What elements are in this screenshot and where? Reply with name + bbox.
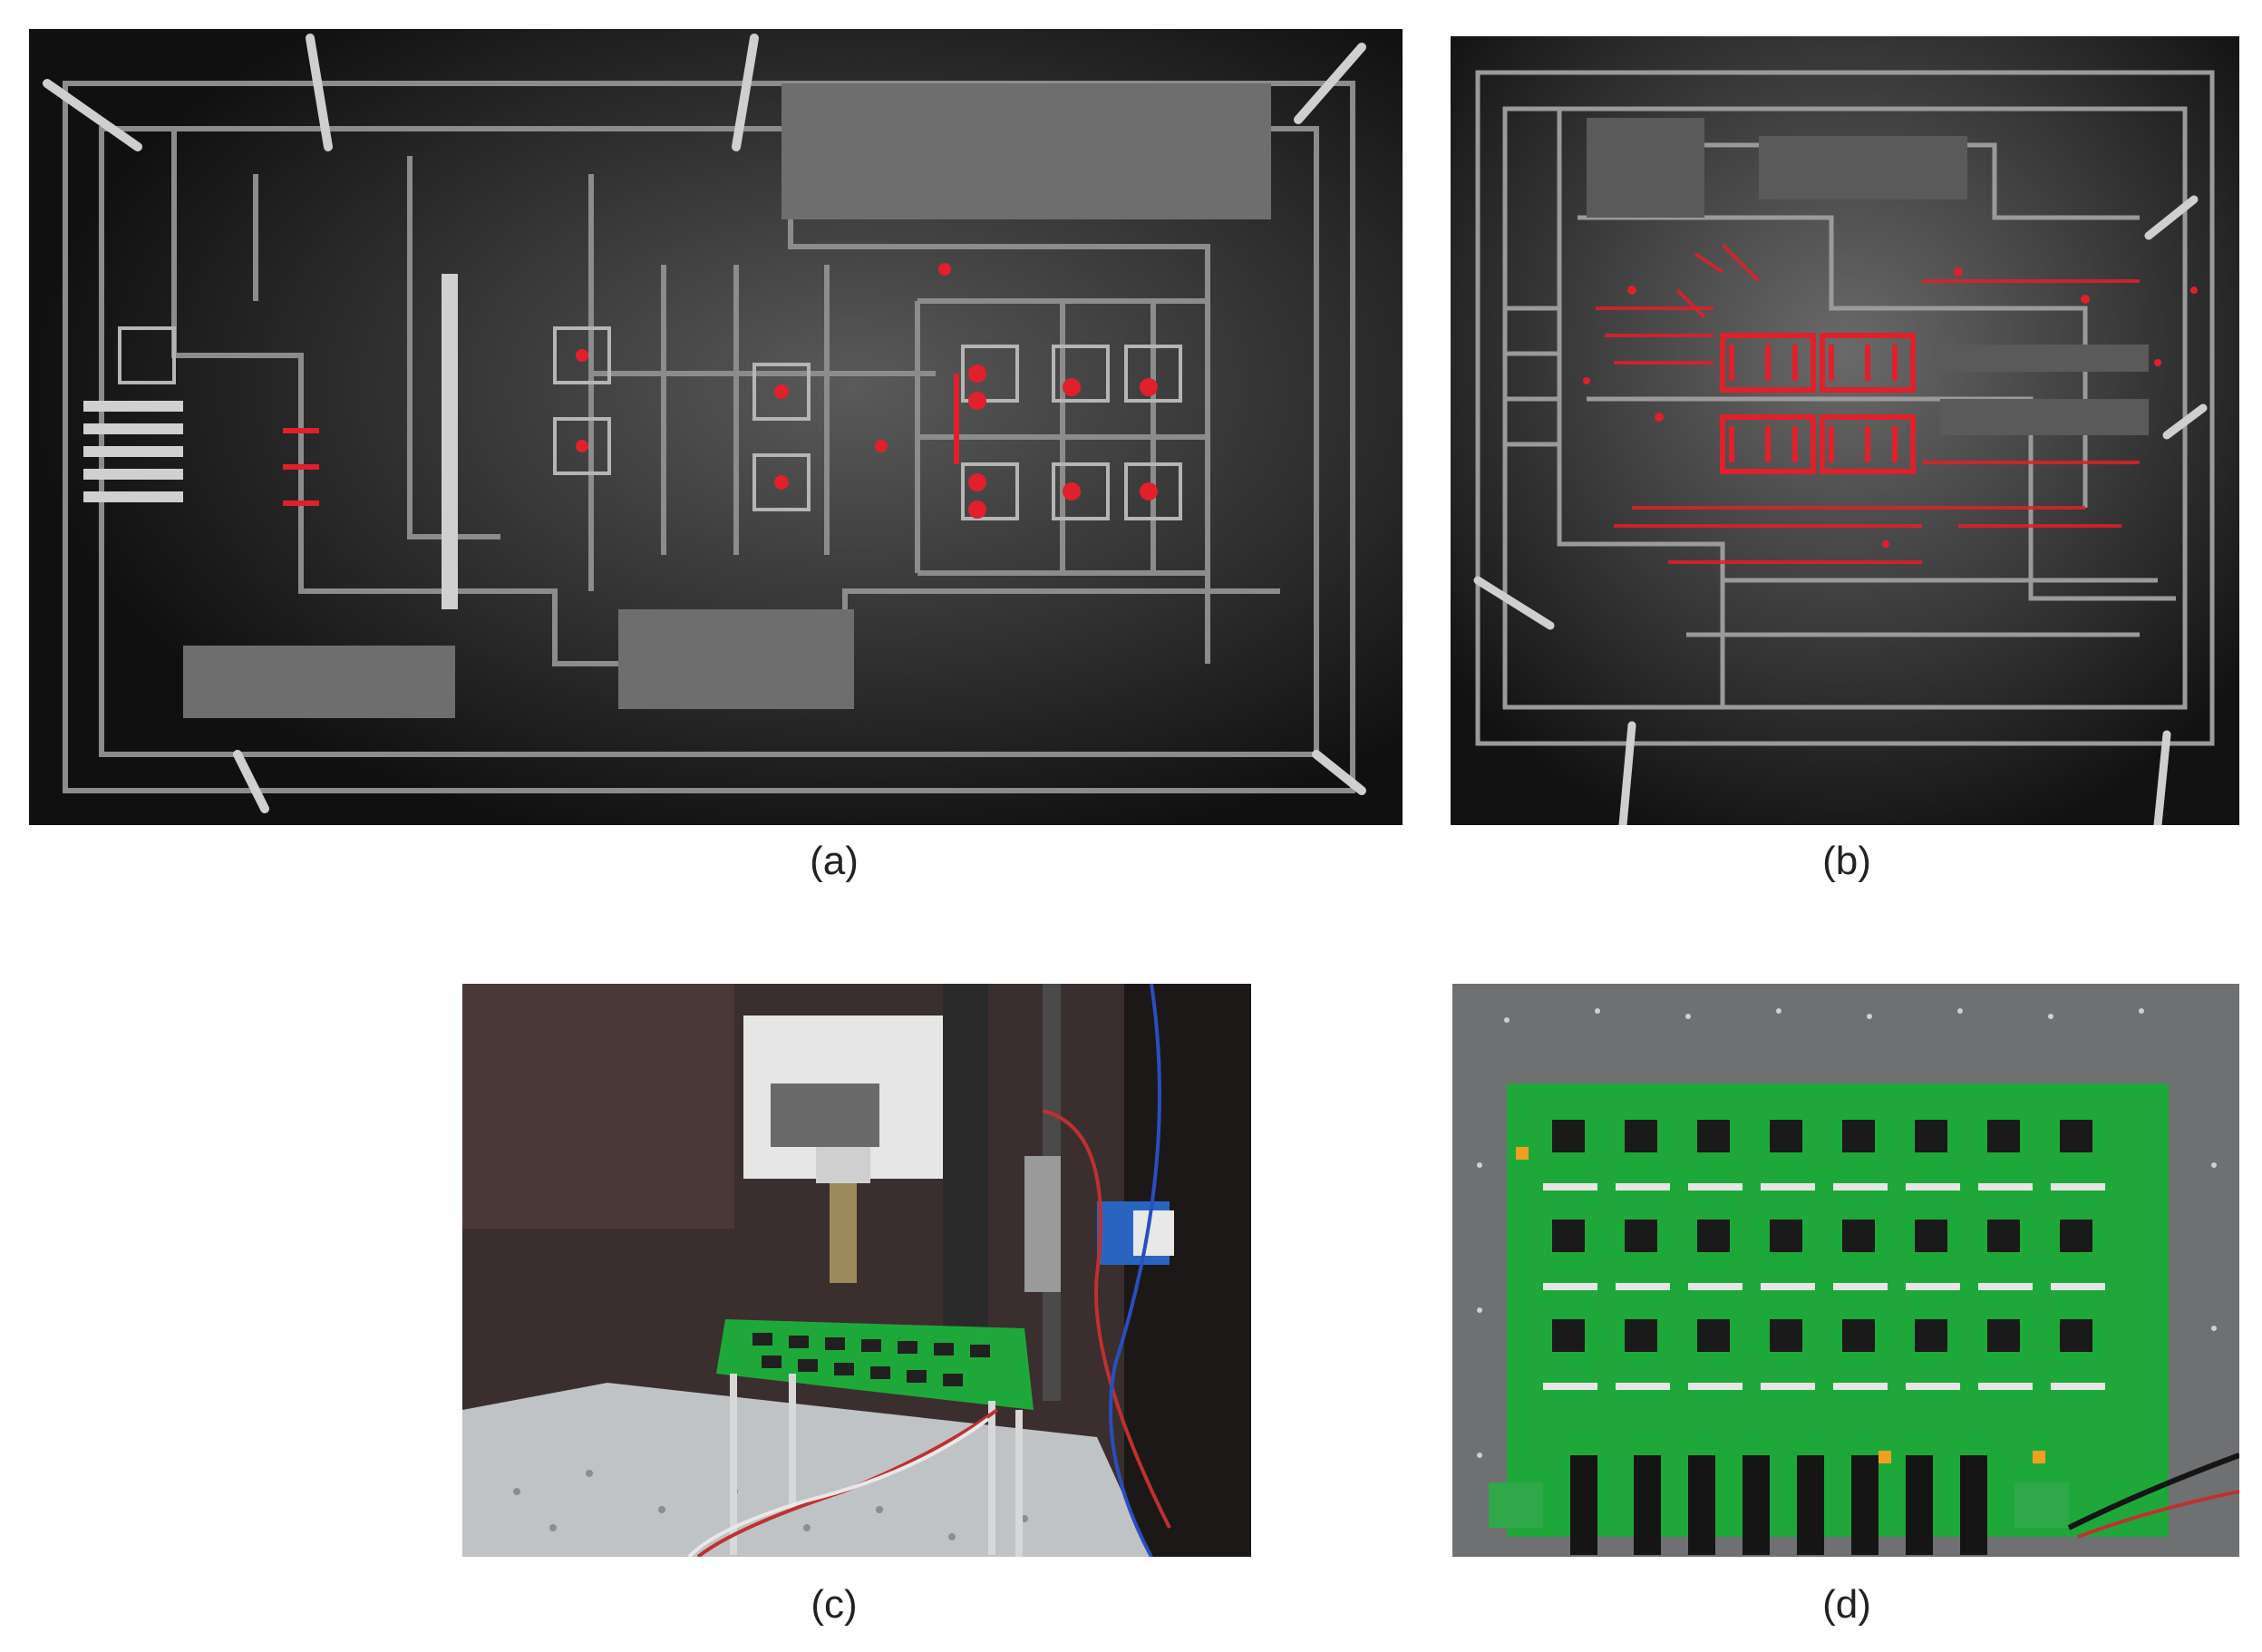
panel-d-pcb-photo — [1452, 984, 2239, 1557]
caption-b: (b) — [1822, 839, 1871, 883]
die-image-a — [29, 29, 1403, 825]
caption-d: (d) — [1822, 1582, 1871, 1627]
panel-c-setup-photo — [462, 984, 1251, 1557]
setup-photo-c — [462, 984, 1251, 1557]
pcb-photo-d — [1452, 984, 2239, 1557]
caption-c: (c) — [811, 1582, 858, 1627]
panel-b-die-image — [1451, 36, 2239, 825]
panel-a-die-image — [29, 29, 1403, 825]
caption-a: (a) — [810, 839, 859, 883]
die-image-b — [1451, 36, 2239, 825]
